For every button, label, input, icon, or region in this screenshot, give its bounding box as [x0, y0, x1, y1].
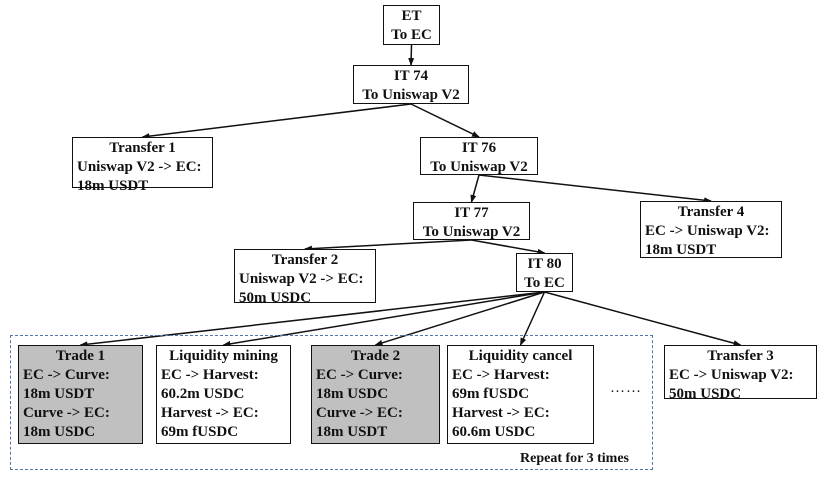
node-line: EC -> Harvest:	[452, 367, 550, 383]
node-line: EC -> Uniswap V2:	[645, 223, 770, 239]
node-transfer4: Transfer 4 EC -> Uniswap V2: 18m USDT	[640, 201, 782, 258]
node-label: IT 74	[393, 68, 429, 84]
node-sublabel: To EC	[391, 27, 432, 43]
node-line: 18m USDC	[23, 424, 96, 440]
node-line: Harvest -> EC:	[161, 405, 259, 421]
node-line: EC -> Curve:	[23, 367, 110, 383]
ellipsis: ……	[610, 380, 642, 396]
node-label: ET	[401, 8, 422, 24]
node-line: 69m fUSDC	[452, 386, 530, 402]
node-line: 69m fUSDC	[161, 424, 239, 440]
node-sublabel: To Uniswap V2	[422, 224, 521, 240]
node-it76: IT 76 To Uniswap V2	[420, 137, 538, 175]
node-label: IT 76	[461, 140, 497, 156]
node-line: Curve -> EC:	[23, 405, 110, 421]
repeat-label: Repeat for 3 times	[520, 451, 629, 466]
node-trade2: Trade 2 EC -> Curve: 18m USDC Curve -> E…	[311, 345, 440, 444]
node-line: Uniswap V2 -> EC:	[239, 271, 364, 287]
node-line: 18m USDT	[77, 178, 149, 194]
node-liquidity-mining: Liquidity mining EC -> Harvest: 60.2m US…	[156, 345, 291, 444]
edge-it77-to-it80	[471, 239, 546, 255]
node-line: 18m USDT	[316, 424, 388, 440]
node-title: Transfer 3	[707, 348, 774, 364]
node-line: 18m USDT	[645, 242, 717, 258]
node-label: IT 77	[454, 205, 489, 221]
edge-it74-to-transfer1	[141, 103, 412, 140]
node-it74: IT 74 To Uniswap V2	[353, 65, 469, 104]
node-line: 60.2m USDC	[161, 386, 245, 402]
node-title: Trade 2	[350, 348, 401, 364]
repeat-group	[10, 335, 653, 470]
node-liquidity-cancel: Liquidity cancel EC -> Harvest: 69m fUSD…	[447, 345, 594, 444]
node-line: EC -> Harvest:	[161, 367, 259, 383]
node-title: Liquidity cancel	[468, 348, 573, 364]
node-title: Transfer 2	[271, 252, 339, 268]
edge-it80-to-trade1	[79, 291, 545, 348]
edge-it80-to-liquidity_cancel	[519, 291, 546, 346]
node-sublabel: To Uniswap V2	[362, 87, 460, 103]
node-sublabel: To Uniswap V2	[430, 159, 528, 175]
node-line: 50m USDC	[669, 386, 742, 402]
node-line: Curve -> EC:	[316, 405, 403, 421]
node-line: 18m USDT	[23, 386, 95, 402]
node-sublabel: To EC	[524, 275, 565, 291]
node-et: ET To EC	[383, 5, 440, 45]
node-title: Liquidity mining	[169, 348, 278, 364]
node-it77: IT 77 To Uniswap V2	[413, 202, 530, 240]
node-line: Harvest -> EC:	[452, 405, 550, 421]
node-line: 50m USDC	[239, 290, 312, 306]
node-line: Uniswap V2 -> EC:	[77, 159, 202, 175]
edge-it76-to-transfer4	[478, 174, 712, 204]
edge-it76-to-it77	[470, 174, 480, 203]
node-transfer3: Transfer 3 EC -> Uniswap V2: 50m USDC	[664, 345, 817, 402]
node-label: IT 80	[527, 256, 562, 272]
edge-it77-to-transfer2	[304, 239, 472, 252]
edge-it80-to-transfer3	[544, 291, 742, 347]
node-line: 60.6m USDC	[452, 424, 536, 440]
node-transfer2: Transfer 2 Uniswap V2 -> EC: 50m USDC	[234, 249, 376, 306]
node-line: 18m USDC	[316, 386, 389, 402]
node-line: EC -> Uniswap V2:	[669, 367, 794, 383]
node-it80: IT 80 To EC	[516, 253, 573, 292]
edge-it80-to-liquidity_mining	[222, 291, 545, 347]
node-title: Transfer 4	[677, 204, 745, 220]
edge-it74-to-it76	[410, 103, 480, 138]
node-title: Transfer 1	[109, 140, 176, 156]
node-transfer1: Transfer 1 Uniswap V2 -> EC: 18m USDT	[72, 137, 213, 194]
edge-it80-to-trade2	[374, 291, 545, 346]
edge-et-to-it74	[408, 44, 415, 66]
node-title: Trade 1	[55, 348, 106, 364]
node-trade1: Trade 1 EC -> Curve: 18m USDT Curve -> E…	[18, 345, 143, 444]
node-line: EC -> Curve:	[316, 367, 403, 383]
